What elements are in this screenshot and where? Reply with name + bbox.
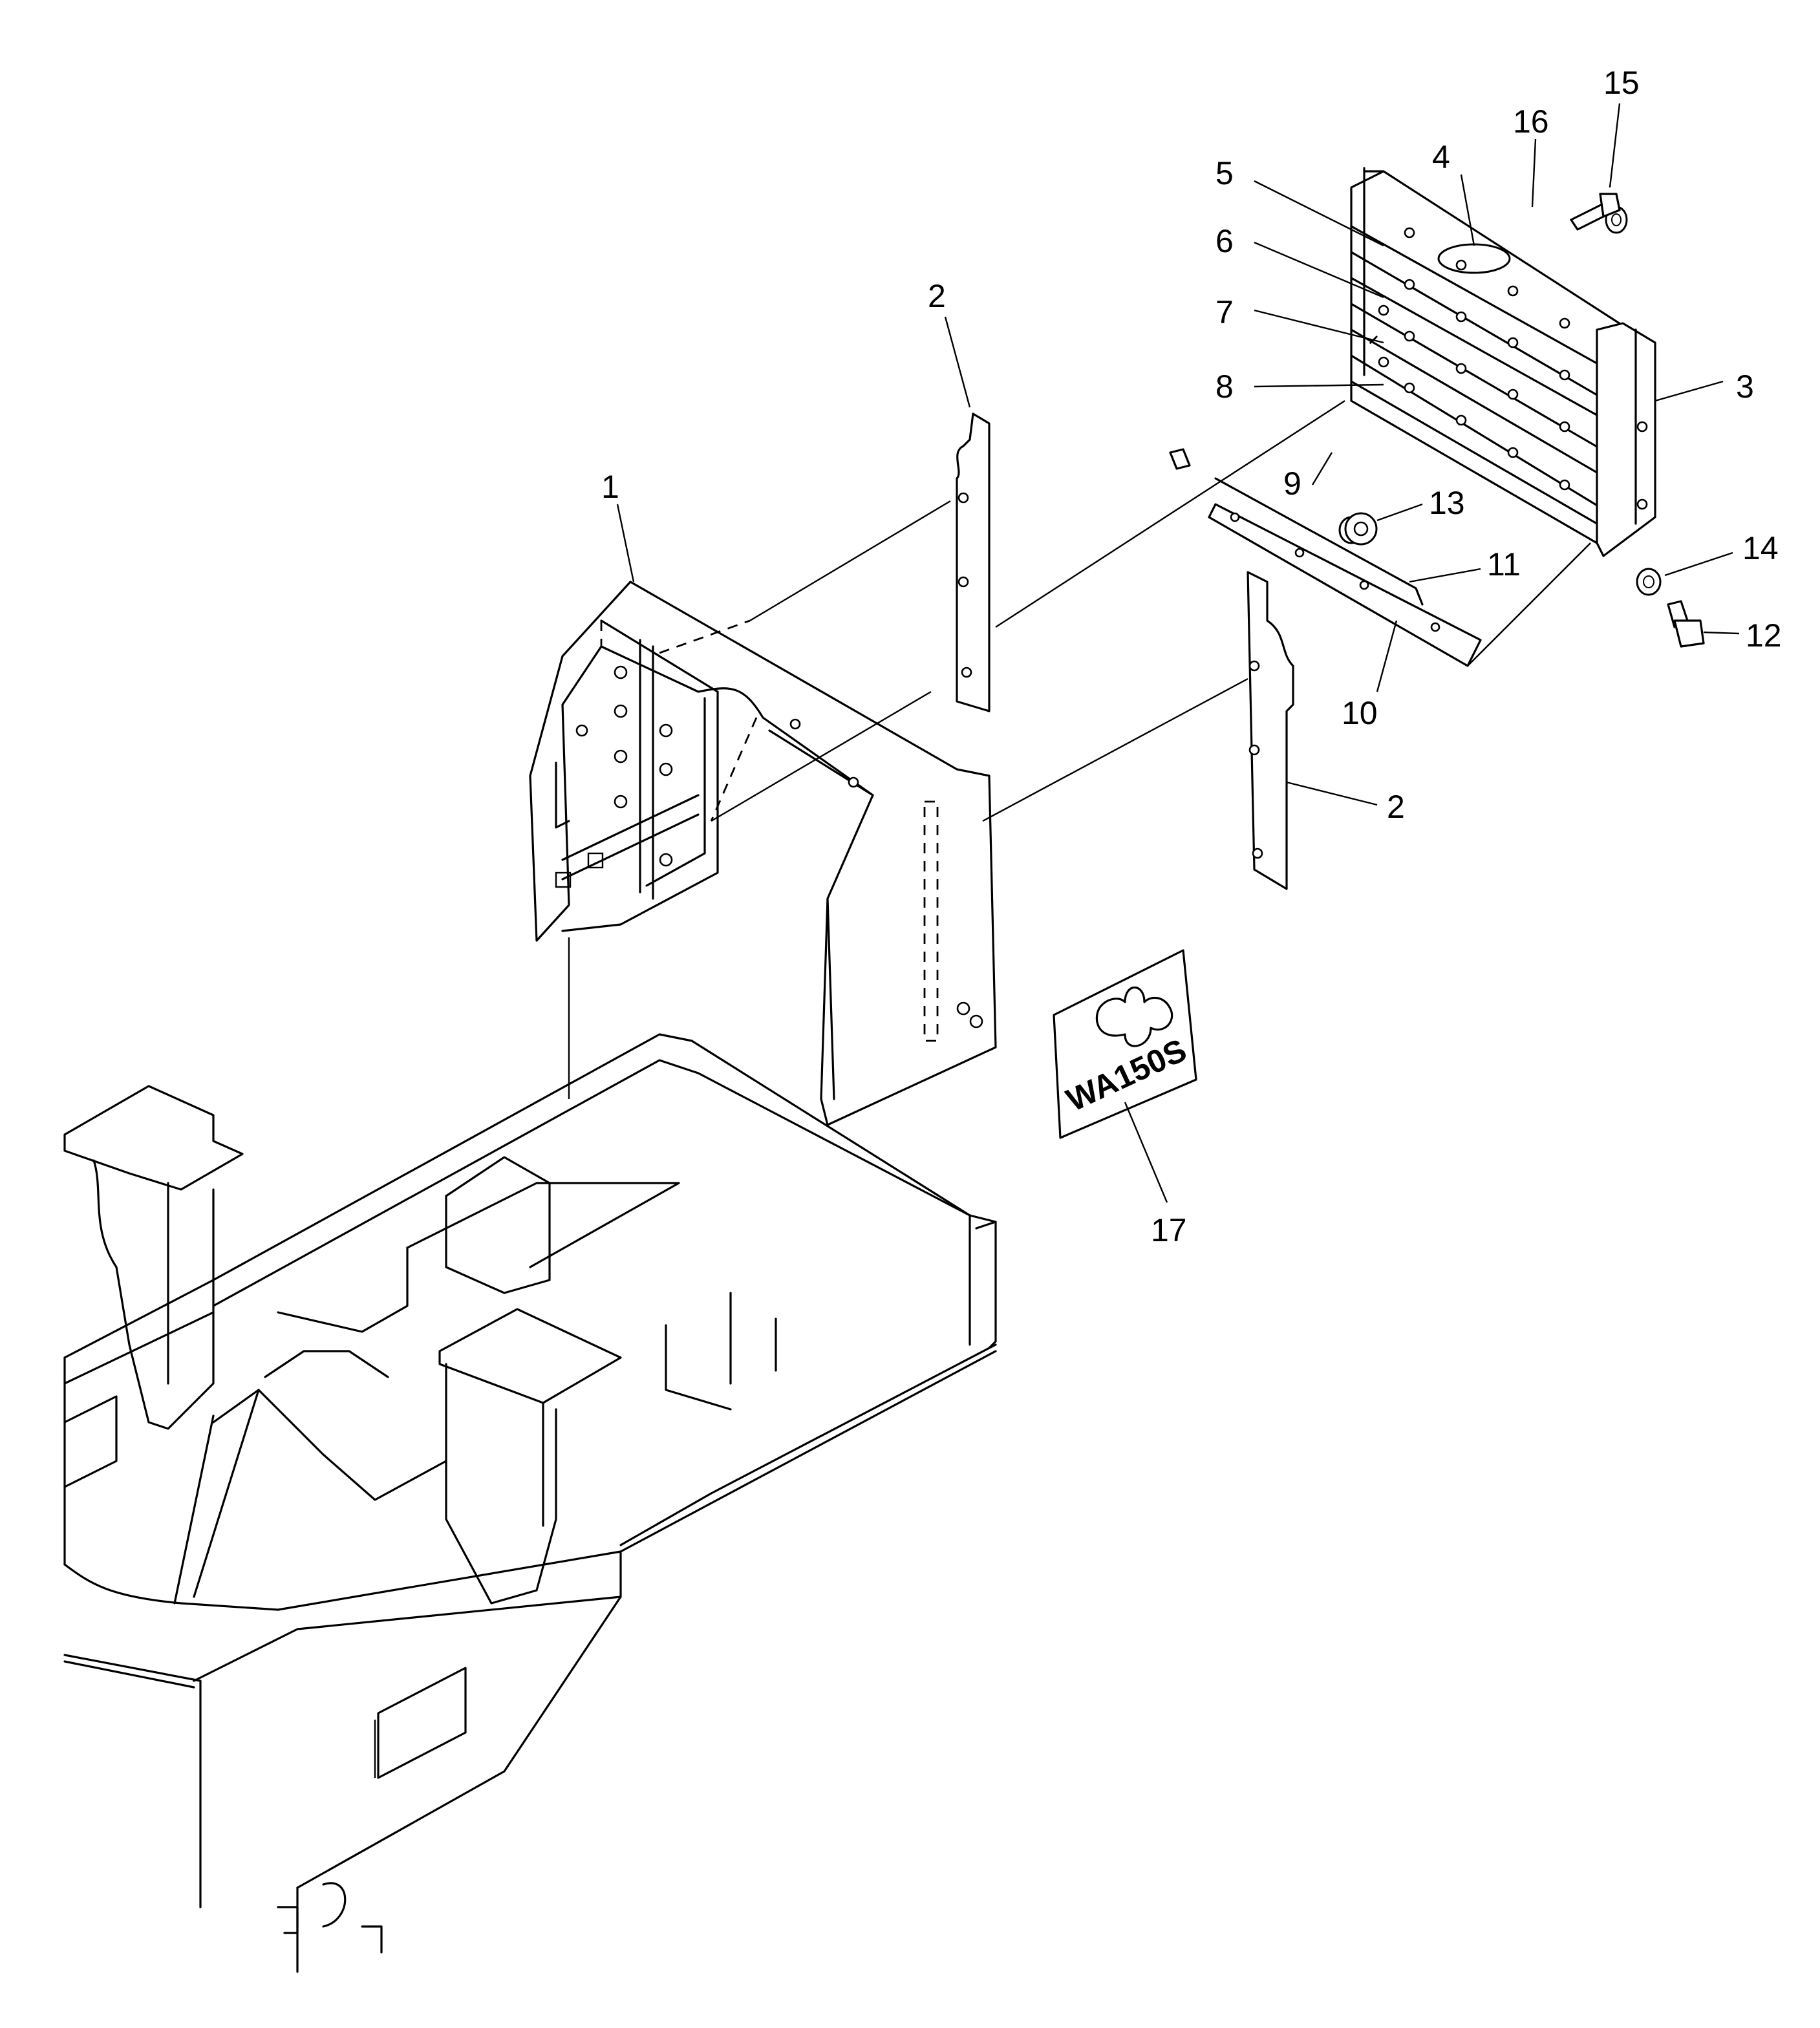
callout-6: 6 <box>1215 223 1234 259</box>
callout-10: 10 <box>1342 695 1378 731</box>
part-1-cover <box>529 581 997 1126</box>
part-17-decal: WA150S <box>1053 949 1197 1139</box>
part-10-bottom-plate <box>1169 448 1482 667</box>
fasteners <box>1338 193 1705 648</box>
callout-14: 14 <box>1742 530 1779 566</box>
callout-15: 15 <box>1603 65 1640 101</box>
callout-17: 17 <box>1151 1212 1187 1248</box>
callout-12: 12 <box>1746 617 1782 654</box>
komatsu-logo-icon <box>1095 986 1173 1047</box>
callouts: 1 2 2 3 4 5 6 7 8 9 10 11 12 <box>601 65 1782 1248</box>
callout-8: 8 <box>1215 368 1234 405</box>
callout-4: 4 <box>1432 139 1450 175</box>
callout-11: 11 <box>1487 546 1521 582</box>
callout-13: 13 <box>1429 485 1465 521</box>
callout-9: 9 <box>1283 465 1301 502</box>
callout-7: 7 <box>1215 294 1234 330</box>
main-frame <box>63 937 997 1973</box>
callout-5: 5 <box>1215 155 1234 191</box>
grille-assembly <box>1350 167 1656 557</box>
callout-3: 3 <box>1736 368 1754 405</box>
assembly-lines <box>659 400 1591 822</box>
callout-2-right: 2 <box>1387 789 1405 825</box>
part-2-side-plate-left <box>956 412 990 712</box>
part-2-side-plate-right <box>1247 571 1294 890</box>
callout-2-left: 2 <box>928 278 946 314</box>
callout-16: 16 <box>1513 103 1549 140</box>
callout-1: 1 <box>601 469 619 505</box>
